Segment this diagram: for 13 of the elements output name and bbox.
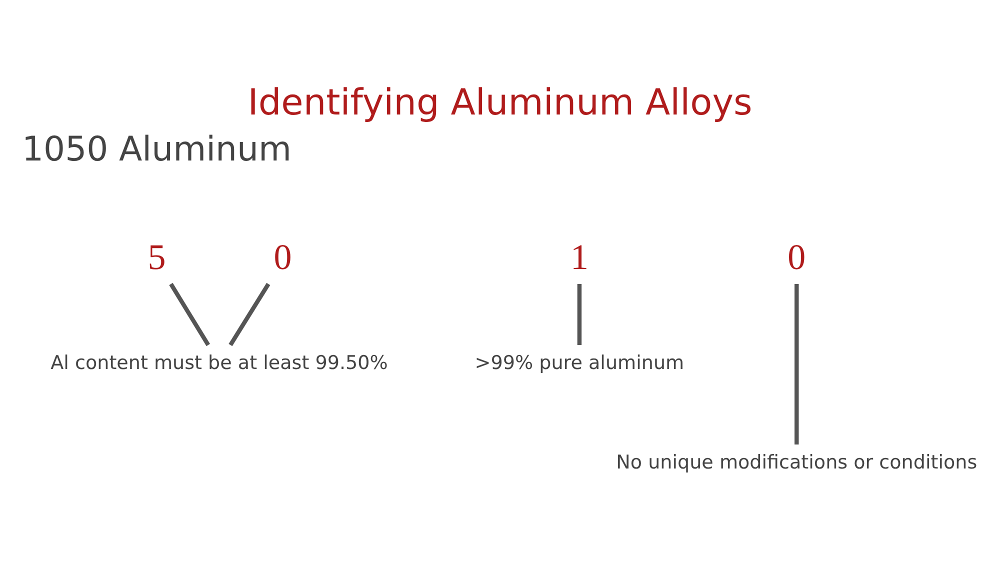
node-text: Al content must be at least 99.50% — [50, 351, 388, 374]
node-text: 0 — [788, 236, 806, 276]
node-text: No unique modifications or conditions — [616, 450, 978, 473]
node-text: 1 — [570, 236, 588, 276]
diagram-title: Identifying Aluminum Alloys — [248, 82, 752, 123]
label: 1050 Aluminum — [22, 128, 292, 168]
connector — [794, 283, 799, 444]
connector — [169, 282, 210, 346]
connector — [228, 282, 270, 346]
connector — [577, 284, 582, 345]
node-text: 0 — [274, 236, 292, 276]
node-text: >99% pure aluminum — [474, 351, 684, 374]
node-text: 5 — [148, 236, 166, 276]
